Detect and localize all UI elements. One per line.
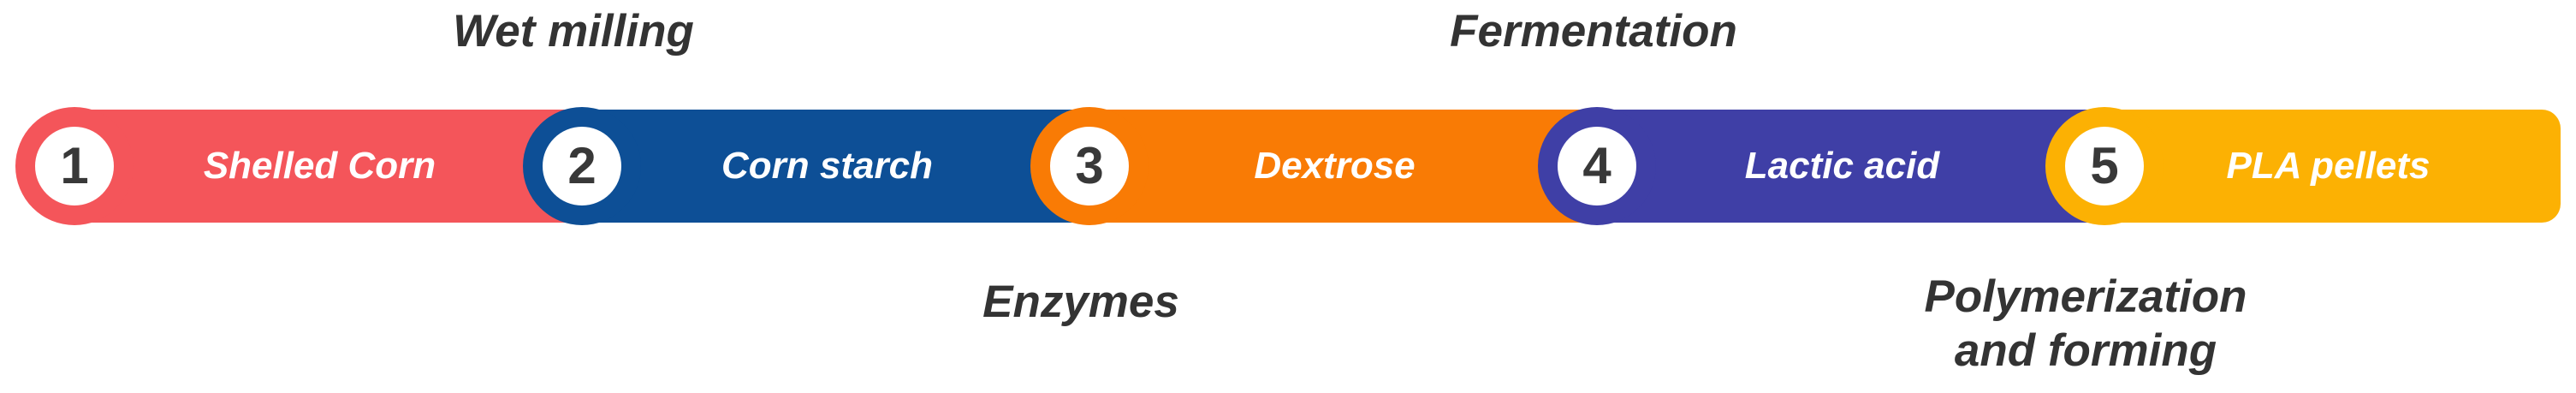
step-number: 2 bbox=[567, 137, 597, 194]
step-segment-corn-starch: 2 Corn starch bbox=[523, 107, 1081, 225]
step-label: Shelled Corn bbox=[203, 145, 436, 187]
step-number: 4 bbox=[1582, 137, 1611, 194]
step-number-badge: 3 bbox=[1050, 127, 1129, 205]
step-number-badge: 5 bbox=[2065, 127, 2144, 205]
transition-label-polymerization-and-forming: Polymerization and forming bbox=[1924, 271, 2247, 376]
step-number: 3 bbox=[1075, 137, 1104, 194]
step-label: PLA pellets bbox=[2226, 145, 2431, 187]
step-number: 1 bbox=[60, 137, 89, 194]
step-label: Dextrose bbox=[1254, 145, 1416, 187]
step-number-badge: 4 bbox=[1558, 127, 1636, 205]
step-segment-dextrose: 3 Dextrose bbox=[1030, 107, 1588, 225]
step-number: 5 bbox=[2090, 137, 2119, 194]
transition-label-enzymes: Enzymes bbox=[982, 277, 1179, 327]
step-segment-pla-pellets: 5 PLA pellets bbox=[2045, 107, 2561, 225]
step-label: Lactic acid bbox=[1744, 145, 1940, 187]
step-label: Corn starch bbox=[721, 145, 933, 187]
step-segment-lactic-acid: 4 Lactic acid bbox=[1538, 107, 2096, 225]
transition-label-wet-milling: Wet milling bbox=[453, 6, 694, 57]
step-number-badge: 2 bbox=[543, 127, 621, 205]
step-segment-shelled-corn: 1 Shelled Corn bbox=[15, 107, 573, 225]
transition-label-fermentation: Fermentation bbox=[1450, 6, 1737, 57]
step-number-badge: 1 bbox=[35, 127, 114, 205]
